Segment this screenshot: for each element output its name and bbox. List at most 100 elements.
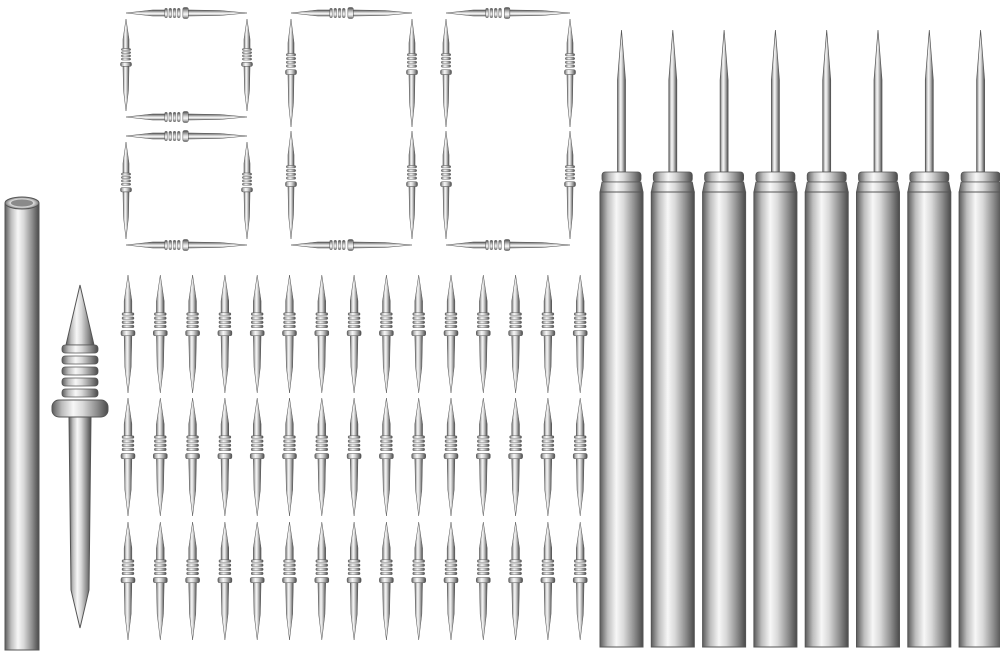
frame-right-pin [406,18,418,128]
small-pin [185,397,200,517]
long-rod [804,29,849,648]
long-rods-group [599,29,1000,648]
small-pin [217,274,233,394]
rod-needle [617,29,626,173]
small-pin [411,397,426,517]
small-pin [540,274,556,394]
frame-top-pin [445,7,571,19]
small-pin [572,397,588,517]
frame-bottom-pin-body [445,239,571,251]
long-rod [958,29,1000,648]
long-rod [753,29,798,648]
small-pin [508,274,523,394]
small-pin [540,521,556,641]
small-pin [443,274,459,394]
frame-bottom-pin-body [290,239,413,251]
small-pin [282,397,297,517]
frame-right-pin [564,18,576,128]
large-pin-thread [61,388,99,398]
tube-bore [11,199,33,207]
frame-right-pin [241,141,253,240]
large-pin-thread [61,366,99,376]
small-pin [476,521,491,641]
rod-needle [924,29,934,173]
large-pin-thread [61,355,99,365]
small-pin [476,274,491,394]
rod-shoulder [601,171,642,183]
frame-bottom-pin [125,111,248,123]
small-pin [572,521,588,641]
small-pin [120,274,136,394]
small-pin [185,274,200,394]
frame-left-pin [120,141,132,240]
small-pin [411,521,426,641]
rod-body [856,191,900,648]
frame-left-pin [285,130,297,240]
long-rod [650,29,695,648]
large-pin [51,284,109,629]
large-pin-thread [61,344,99,354]
rod-body [958,191,1000,648]
small-pin [346,521,362,641]
rod-body [907,191,952,648]
large-pin-shaft [68,416,92,629]
frame-top-pin-body [290,7,413,19]
frame-top-pin [125,7,248,19]
small-pin [346,274,362,394]
tube-group [4,196,40,651]
small-pin [540,397,556,517]
small-pin [346,397,362,517]
frame-left-pin [440,130,452,240]
frame-left-pin [120,18,132,112]
rod-body [753,191,798,648]
frame-right-pin [406,130,418,240]
small-pin [314,397,330,517]
small-pin [249,274,265,394]
rod-shoulder [755,171,796,183]
small-pin [314,274,330,394]
small-pin [120,521,136,641]
large-pin-group [51,284,109,629]
rod-body [804,191,849,648]
small-pin [153,397,168,517]
rod-needle [719,29,729,173]
frame-top-pin-body [125,7,248,19]
small-pin [411,274,426,394]
small-pin [379,397,394,517]
rod-shoulder [909,171,950,183]
rod-needle [976,29,985,173]
rod-needle [822,29,832,173]
tube-body [4,202,40,651]
long-rod [702,29,747,648]
rod-body [650,191,695,648]
pin-frame [440,7,576,251]
small-pin-grid [120,274,588,641]
pin-frame [120,130,253,251]
small-pin [508,521,523,641]
rod-needle [771,29,780,173]
small-pin [249,397,265,517]
small-pin [443,397,459,517]
long-rod [856,29,900,648]
frame-top-pin-body [445,7,571,19]
small-pin [572,274,588,394]
rod-shoulder [704,171,744,183]
frame-left-pin [440,18,452,128]
small-pin [379,521,394,641]
rod-shoulder [652,171,693,183]
pin-frames-group [120,7,576,251]
rod-shoulder [858,171,898,183]
small-pin [249,521,265,641]
frame-bottom-pin [290,239,413,251]
frame-bottom-pin-body [125,239,248,251]
small-pin [508,397,523,517]
small-pin [443,521,459,641]
large-pin-collar [51,399,109,418]
pin-frame [285,7,418,251]
frame-top-pin [290,7,413,19]
small-pin [120,397,136,517]
rod-body [702,191,747,648]
rod-shoulder [960,171,1000,183]
small-pin [217,521,233,641]
